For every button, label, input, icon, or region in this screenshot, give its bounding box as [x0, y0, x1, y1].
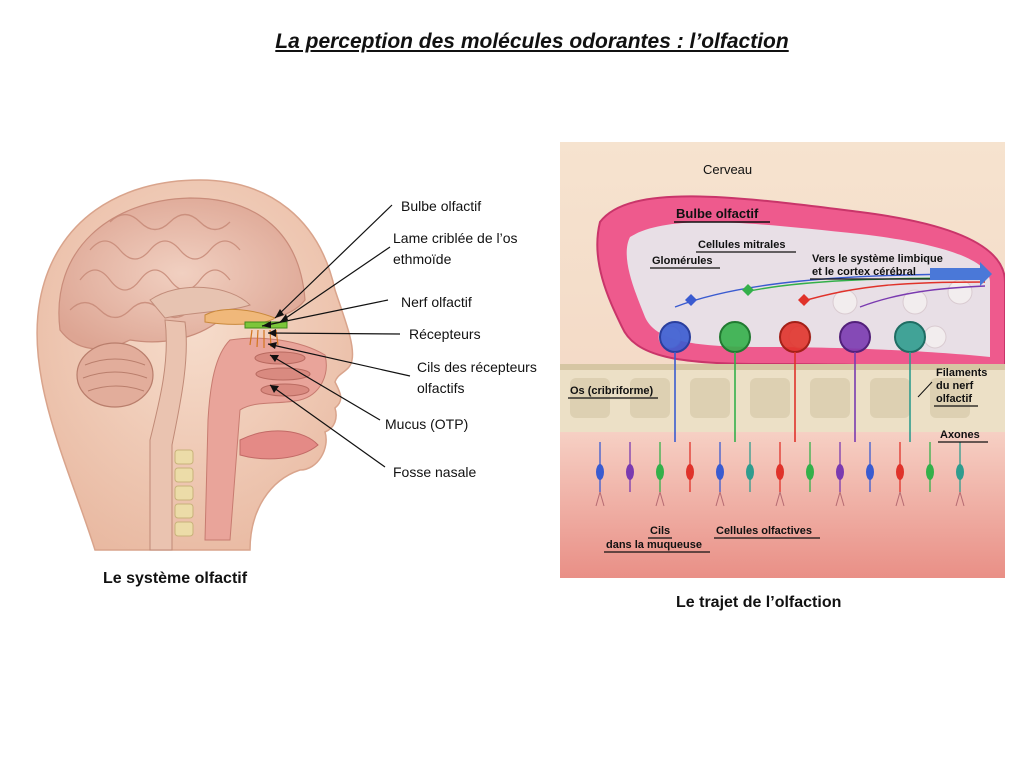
- label-filaments: Filaments: [936, 367, 987, 379]
- label-cerveau: Cerveau: [703, 162, 752, 177]
- label-olfactif-filaments: olfactif: [936, 393, 972, 405]
- brainstem: [149, 319, 187, 551]
- label-cortex: et le cortex cérébral: [812, 266, 916, 278]
- label-bulbe-olfactif: Bulbe olfactif: [401, 198, 482, 214]
- label-recepteurs: Récepteurs: [409, 326, 481, 342]
- label-fosse-nasale: Fosse nasale: [393, 464, 477, 480]
- caption-systeme-olfactif: Le système olfactif: [103, 570, 248, 587]
- label-cils: Cils: [650, 525, 670, 537]
- label-glomerules: Glomérules: [652, 255, 713, 267]
- label-cellules-olfactives: Cellules olfactives: [716, 525, 812, 537]
- label-os-cribriforme: Os (cribriforme): [570, 385, 653, 397]
- mucosa: [560, 432, 1005, 578]
- label-axones: Axones: [940, 429, 980, 441]
- label-lame-criblee: Lame criblée de l’os: [393, 230, 518, 246]
- label-muqueuse: dans la muqueuse: [606, 539, 702, 551]
- label-nerf-olfactif: Nerf olfactif: [401, 294, 472, 310]
- olfactory-bulb: [204, 309, 277, 325]
- cerebellum: [76, 342, 154, 408]
- label-ethmoide: ethmoïde: [393, 251, 452, 267]
- label-cellules-mitrales: Cellules mitrales: [698, 239, 785, 251]
- label-bulbe-olfactif-right: Bulbe olfactif: [676, 206, 759, 221]
- olfactory-pathway-diagram: Cerveau Bulbe olfactif Cellules mitrales…: [560, 142, 1005, 578]
- label-vers-systeme: Vers le système limbique: [812, 253, 943, 265]
- page-title: La perception des molécules odorantes : …: [275, 30, 789, 53]
- label-du-nerf: du nerf: [936, 380, 974, 392]
- caption-trajet-olfaction: Le trajet de l’olfaction: [676, 594, 842, 611]
- label-mucus: Mucus (OTP): [385, 416, 469, 432]
- arrow-cortex: [930, 262, 992, 286]
- label-cils-recepteurs: Cils des récepteurs: [417, 359, 537, 375]
- label-olfactifs: olfactifs: [417, 380, 465, 396]
